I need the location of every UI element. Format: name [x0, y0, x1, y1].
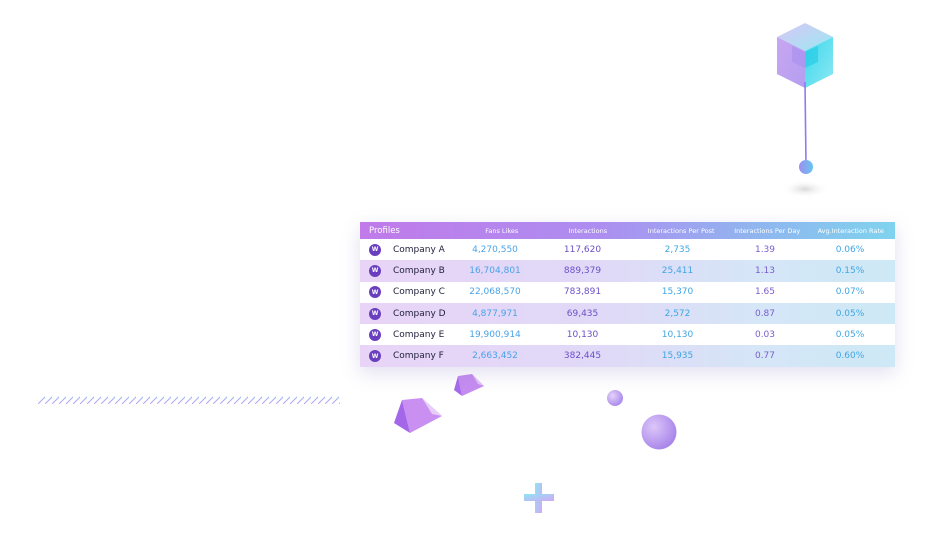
table-header: Profiles Fans Likes Interactions Interac… — [360, 222, 895, 239]
company-name: Company C — [393, 287, 445, 298]
interactions-cell: 69,435 — [566, 308, 599, 319]
company-name: Company F — [393, 351, 444, 362]
fans-likes-cell: 4,270,550 — [472, 244, 518, 255]
per-day-cell: 1.13 — [754, 265, 776, 276]
per-post-cell: 15,935 — [661, 351, 694, 362]
table-row: W Company C 22,068,570 783,891 15,370 1.6… — [360, 281, 895, 303]
header-profiles: Profiles — [369, 225, 400, 236]
fans-likes-cell: 2,663,452 — [472, 351, 518, 362]
fans-likes-cell: 4,877,971 — [472, 308, 518, 319]
interactions-cell: 382,445 — [563, 351, 602, 362]
per-day-cell: 0.87 — [754, 308, 776, 319]
company-name: Company A — [393, 244, 445, 255]
sphere-icon — [607, 390, 623, 406]
table-row: W Company F 2,663,452 382,445 15,935 0.77… — [360, 345, 895, 367]
per-day-cell: 1.39 — [754, 244, 776, 255]
table-row: W Company B 16,704,801 889,379 25,411 1.1… — [360, 260, 895, 282]
fans-likes-cell: 22,068,570 — [469, 287, 521, 298]
company-logo: W — [369, 328, 381, 341]
company-name: Company D — [393, 308, 446, 319]
company-logo: W — [369, 264, 381, 277]
rate-cell: 0.07% — [835, 287, 865, 298]
company-logo: W — [369, 286, 381, 299]
per-post-cell: 2,735 — [664, 244, 691, 255]
prism-icon — [394, 398, 442, 433]
fans-likes-cell: 16,704,801 — [469, 265, 521, 276]
header-interactions: Interactions — [568, 226, 608, 235]
company-logo: W — [369, 350, 381, 363]
prism-icon — [454, 374, 484, 396]
interactions-cell: 783,891 — [563, 287, 602, 298]
rate-cell: 0.06% — [835, 244, 865, 255]
rate-cell: 0.60% — [835, 351, 865, 362]
profiles-table: Profiles Fans Likes Interactions Interac… — [360, 222, 895, 367]
per-post-cell: 2,572 — [664, 308, 691, 319]
company-name: Company B — [393, 265, 445, 276]
interactions-cell: 889,379 — [563, 265, 602, 276]
interactions-cell: 10,130 — [566, 329, 599, 340]
header-interactions-per-post: Interactions Per Post — [647, 226, 715, 235]
rate-cell: 0.05% — [835, 329, 865, 340]
table-row: W Company D 4,877,971 69,435 2,572 0.87 0… — [360, 302, 895, 325]
diagonal-stripes — [38, 388, 340, 404]
rate-cell: 0.15% — [835, 265, 865, 276]
company-logo: W — [369, 307, 381, 320]
per-day-cell: 0.03 — [754, 329, 776, 340]
rate-cell: 0.05% — [835, 308, 865, 319]
company-name: Company E — [393, 329, 445, 340]
cube-pin-icon — [777, 23, 833, 198]
table-row: W Company E 19,900,914 10,130 10,130 0.03… — [360, 324, 895, 346]
company-logo: W — [369, 243, 381, 256]
per-post-cell: 25,411 — [661, 265, 694, 276]
header-fans-likes: Fans Likes — [485, 226, 519, 235]
per-post-cell: 15,370 — [661, 287, 694, 298]
header-interactions-per-day: Interactions Per Day — [734, 226, 801, 235]
interactions-cell: 117,620 — [563, 244, 602, 255]
plus-icon — [524, 483, 554, 513]
per-day-cell: 1.65 — [754, 287, 776, 298]
per-post-cell: 10,130 — [661, 329, 694, 340]
sphere-icon — [641, 414, 677, 450]
per-day-cell: 0.77 — [754, 351, 776, 362]
header-avg-interaction-rate: Avg.Interaction Rate — [817, 226, 884, 235]
fans-likes-cell: 19,900,914 — [469, 329, 521, 340]
